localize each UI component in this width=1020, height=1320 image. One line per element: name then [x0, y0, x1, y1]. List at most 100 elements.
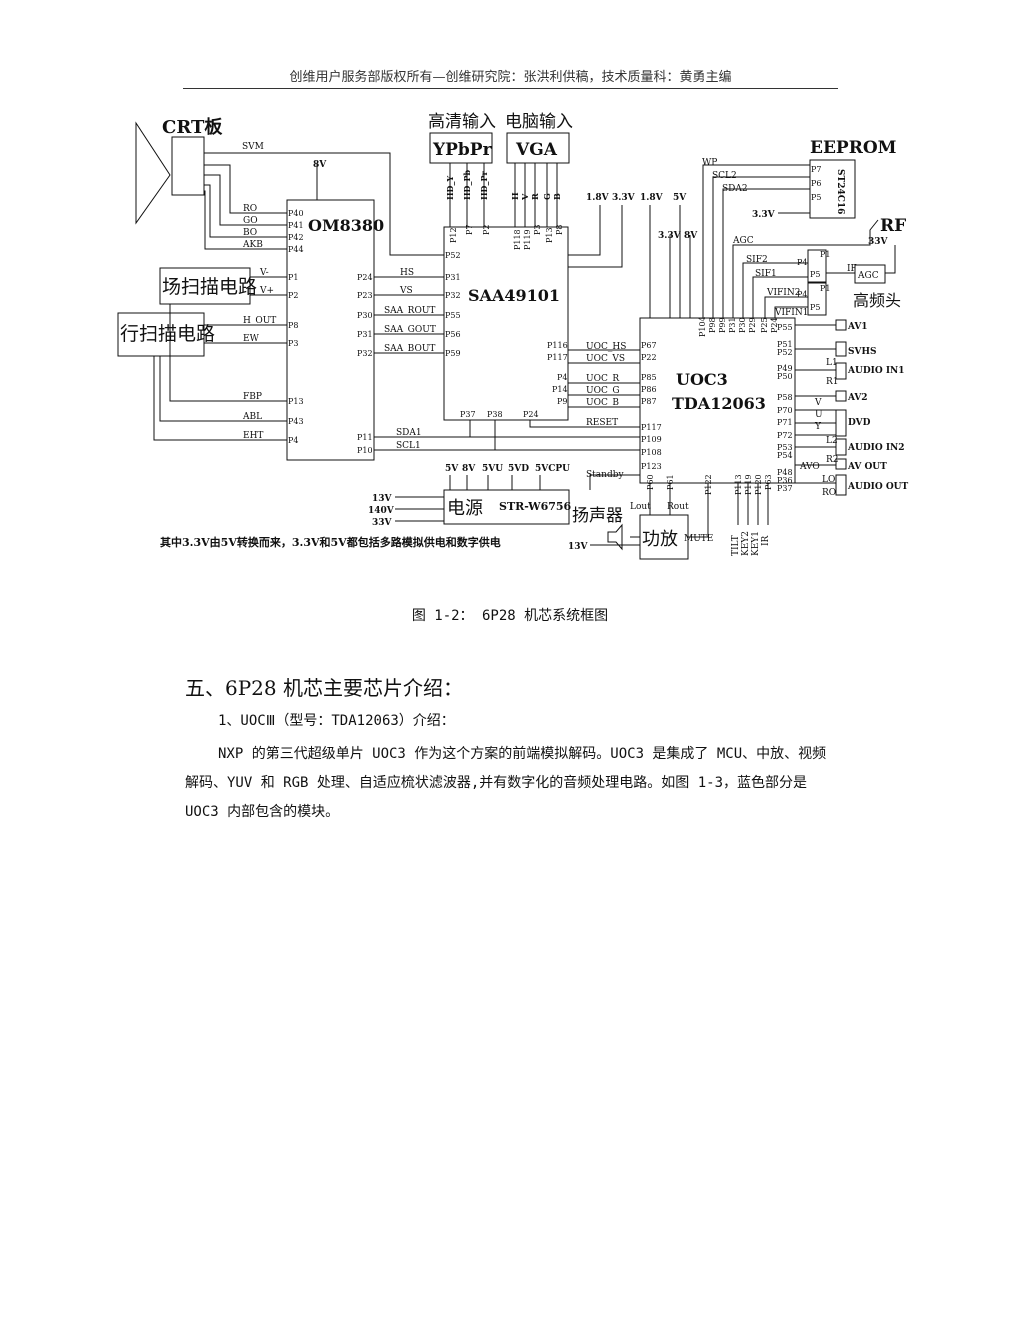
sig-vga-r: R — [530, 193, 540, 200]
sig-key1: KEY1 — [751, 531, 761, 556]
sig-in140: 140V — [368, 506, 395, 516]
pin-label: P30 — [357, 311, 373, 320]
pin-label: P116 — [547, 341, 568, 350]
subsection-title: 1、UOCⅢ（型号：TDA12063）介绍： — [218, 713, 455, 729]
pin-label: P86 — [641, 385, 657, 394]
body-paragraph: NXP 的第三代超级单片 UOC3 作为这个方案的前端模拟解码。UOC3 是集成… — [185, 746, 827, 820]
pin-label: P113 — [734, 474, 743, 495]
sig-3v3-a: 3.3V — [612, 193, 636, 203]
sig-fbp: FBP — [243, 392, 262, 402]
pin-label: P4 — [288, 436, 298, 445]
pin-label: P5 — [810, 303, 820, 312]
sig-tilt: TILT — [731, 535, 741, 556]
amp-label: 功放 — [642, 529, 678, 550]
pin-label: P118 — [513, 229, 522, 250]
pin-label: P42 — [288, 233, 304, 242]
pin-label: P24 — [357, 273, 373, 282]
sig-agc: AGC — [732, 236, 754, 246]
sig-wp: WP — [702, 158, 717, 168]
sig-3v3-eeprom: 3.3V — [752, 210, 776, 220]
sig-abl: ABL — [242, 412, 262, 422]
pin-label: P11 — [357, 433, 373, 442]
pin-label: P117 — [641, 423, 662, 432]
pin-label: P70 — [777, 406, 793, 415]
sig-eht: EHT — [243, 431, 263, 441]
pin-label: P54 — [777, 451, 793, 460]
pin-label: P123 — [641, 462, 662, 471]
pin-label: P38 — [487, 410, 503, 419]
pin-label: P37 — [777, 484, 793, 493]
pin-label: P10 — [357, 446, 373, 455]
sig-8v: 8V — [313, 160, 327, 170]
sig-vminus: V- — [259, 268, 269, 278]
sig-5v: 5V — [673, 193, 687, 203]
tuner-pin-box-top — [807, 249, 827, 283]
pin-label: P3 — [288, 339, 298, 348]
crt-board-box — [171, 136, 205, 196]
sig-mute: MUTE — [684, 534, 713, 544]
sig-ew: EW — [243, 334, 260, 344]
sig-sv-u: U — [815, 410, 823, 420]
pin-label: P9 — [557, 397, 567, 406]
power-chip-label: STR-W6756 — [499, 500, 572, 513]
pin-label: P117 — [547, 353, 568, 362]
out-dvd: DVD — [848, 418, 871, 428]
sig-sv-y: Y — [814, 422, 822, 432]
pin-label: P55 — [777, 323, 793, 332]
sig-vga-v: V — [520, 193, 530, 201]
pin-label: P99 — [718, 317, 727, 333]
saa49101-label: SAA49101 — [468, 286, 560, 305]
pin-label: P32 — [357, 349, 373, 358]
sig-standby: Standby — [586, 470, 624, 480]
sig-vplus: V+ — [259, 286, 274, 296]
pin-label: P72 — [777, 431, 793, 440]
page-header: 创维用户服务部版权所有—创维研究院：张洪利供稿，技术质量科：黄勇主编 — [289, 70, 732, 85]
pin-label: P120 — [754, 474, 763, 495]
system-block-diagram: CRT板 OM8380 场扫描电路 行扫描电路 高清输入 电脑输入 YPbPr … — [117, 112, 909, 560]
pin-label: P13 — [288, 397, 304, 406]
field-scan-label: 场扫描电路 — [162, 276, 257, 298]
pin-label: P24 — [770, 317, 779, 333]
pin-label: P4 — [797, 290, 807, 299]
sig-in13: 13V — [372, 494, 393, 504]
sig-vifin1: VIFIN1 — [774, 308, 808, 318]
sig-hd-pb: HD_Pb — [462, 169, 472, 200]
sig-saa-gout: SAA_GOUT — [384, 325, 436, 335]
sig-avo: AVO — [799, 462, 820, 472]
pin-label: P30 — [738, 317, 747, 333]
vga-label: VGA — [515, 140, 558, 160]
out-audio-in1: AUDIO IN1 — [847, 366, 905, 376]
pin-label: P40 — [288, 209, 304, 218]
sig-key2: KEY2 — [741, 531, 751, 556]
pin-label: P41 — [288, 221, 304, 230]
pin-label: P24 — [523, 410, 539, 419]
sig-r1: R1 — [826, 377, 839, 387]
pin-label: P67 — [641, 341, 657, 350]
pin-label: P52 — [777, 348, 793, 357]
pin-label: P32 — [445, 291, 461, 300]
out-audio-out: AUDIO OUT — [847, 482, 909, 492]
sig-hs: HS — [400, 268, 414, 278]
pin-label: P59 — [445, 349, 461, 358]
pin-label: P61 — [666, 474, 675, 490]
sig-uoc-hs: UOC_HS — [586, 342, 626, 352]
pin-label: P48 — [777, 468, 793, 477]
sig-uoc-r: UOC_R — [586, 374, 619, 384]
pin-label: P119 — [744, 474, 753, 495]
pin-label: P14 — [552, 385, 568, 394]
pin-label: P1 — [288, 273, 298, 282]
pin-label: P4 — [797, 258, 807, 267]
pin-label: P60 — [646, 474, 655, 490]
sig-saa-rout: SAA_ROUT — [384, 306, 435, 316]
pin-label: P3 — [533, 225, 542, 235]
sig-scl1: SCL1 — [396, 441, 421, 451]
saa49101-chip-box — [443, 226, 569, 421]
pin-label: P25 — [760, 317, 769, 333]
sig-8v-b: 8V — [684, 231, 698, 241]
sig-sda2: SDA2 — [722, 184, 748, 194]
sig-hd-pr: HD_Pr — [479, 170, 489, 200]
out-av2: AV2 — [847, 393, 868, 403]
crt-triangle-icon — [135, 121, 171, 225]
sig-p5vcpu: 5VCPU — [535, 464, 570, 474]
pin-label: P71 — [777, 418, 793, 427]
